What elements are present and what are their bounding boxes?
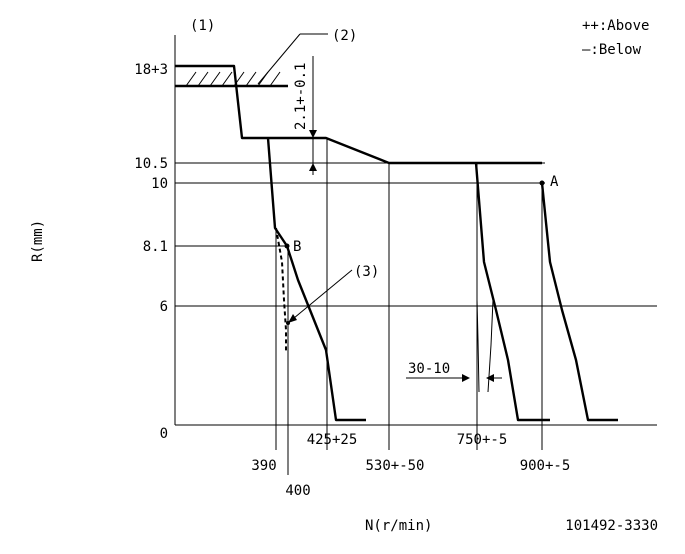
point-a-label: A — [550, 174, 559, 190]
y-axis-label: R(mm) — [30, 220, 46, 262]
dimension-2-1 — [309, 56, 317, 175]
droop-curve-mid — [474, 162, 550, 422]
dimension-30-10 — [406, 374, 502, 382]
callout-curve: (3) — [354, 264, 379, 280]
y-tick-18: 18+3 — [134, 62, 168, 78]
x-axis-label: N(r/min) — [365, 518, 432, 534]
figure-index: (1) — [190, 18, 215, 34]
x-tick-390: 390 — [251, 458, 276, 474]
governor-curve-main — [175, 64, 542, 165]
point-3-marker — [286, 321, 290, 325]
y-tick-10: 10 — [151, 176, 168, 192]
point-a-marker — [539, 180, 545, 186]
legend-below: —:Below — [582, 42, 642, 58]
droop-curve-mid-above — [476, 299, 480, 393]
leader-3-arrow — [288, 314, 297, 323]
part-number: 101492-3330 — [565, 518, 658, 534]
y-tick-0: 0 — [160, 426, 168, 442]
legend-above: ++:Above — [582, 18, 649, 34]
droop-curve-dashed — [275, 227, 287, 352]
y-tick-6: 6 — [160, 299, 168, 315]
delta-label: 30-10 — [408, 361, 450, 377]
point-b-label: B — [293, 239, 301, 255]
stopper-hatch — [175, 71, 288, 87]
x-tick-425: 425+25 — [307, 432, 358, 448]
y-tick-8-1: 8.1 — [143, 239, 168, 255]
x-tick-530: 530+-50 — [365, 458, 424, 474]
droop-curve-mid-below — [487, 299, 494, 393]
leader-3 — [287, 269, 353, 324]
leader-2 — [257, 33, 301, 85]
dimension-label: 2.1+-0.1 — [293, 63, 309, 130]
point-b-marker — [284, 243, 290, 249]
x-tick-400: 400 — [285, 483, 310, 499]
x-tick-750: 750+-5 — [457, 432, 508, 448]
callout-stopper: (2) — [332, 28, 357, 44]
droop-curve-high — [540, 182, 618, 422]
y-tick-10-5: 10.5 — [134, 156, 168, 172]
x-tick-900: 900+-5 — [520, 458, 571, 474]
